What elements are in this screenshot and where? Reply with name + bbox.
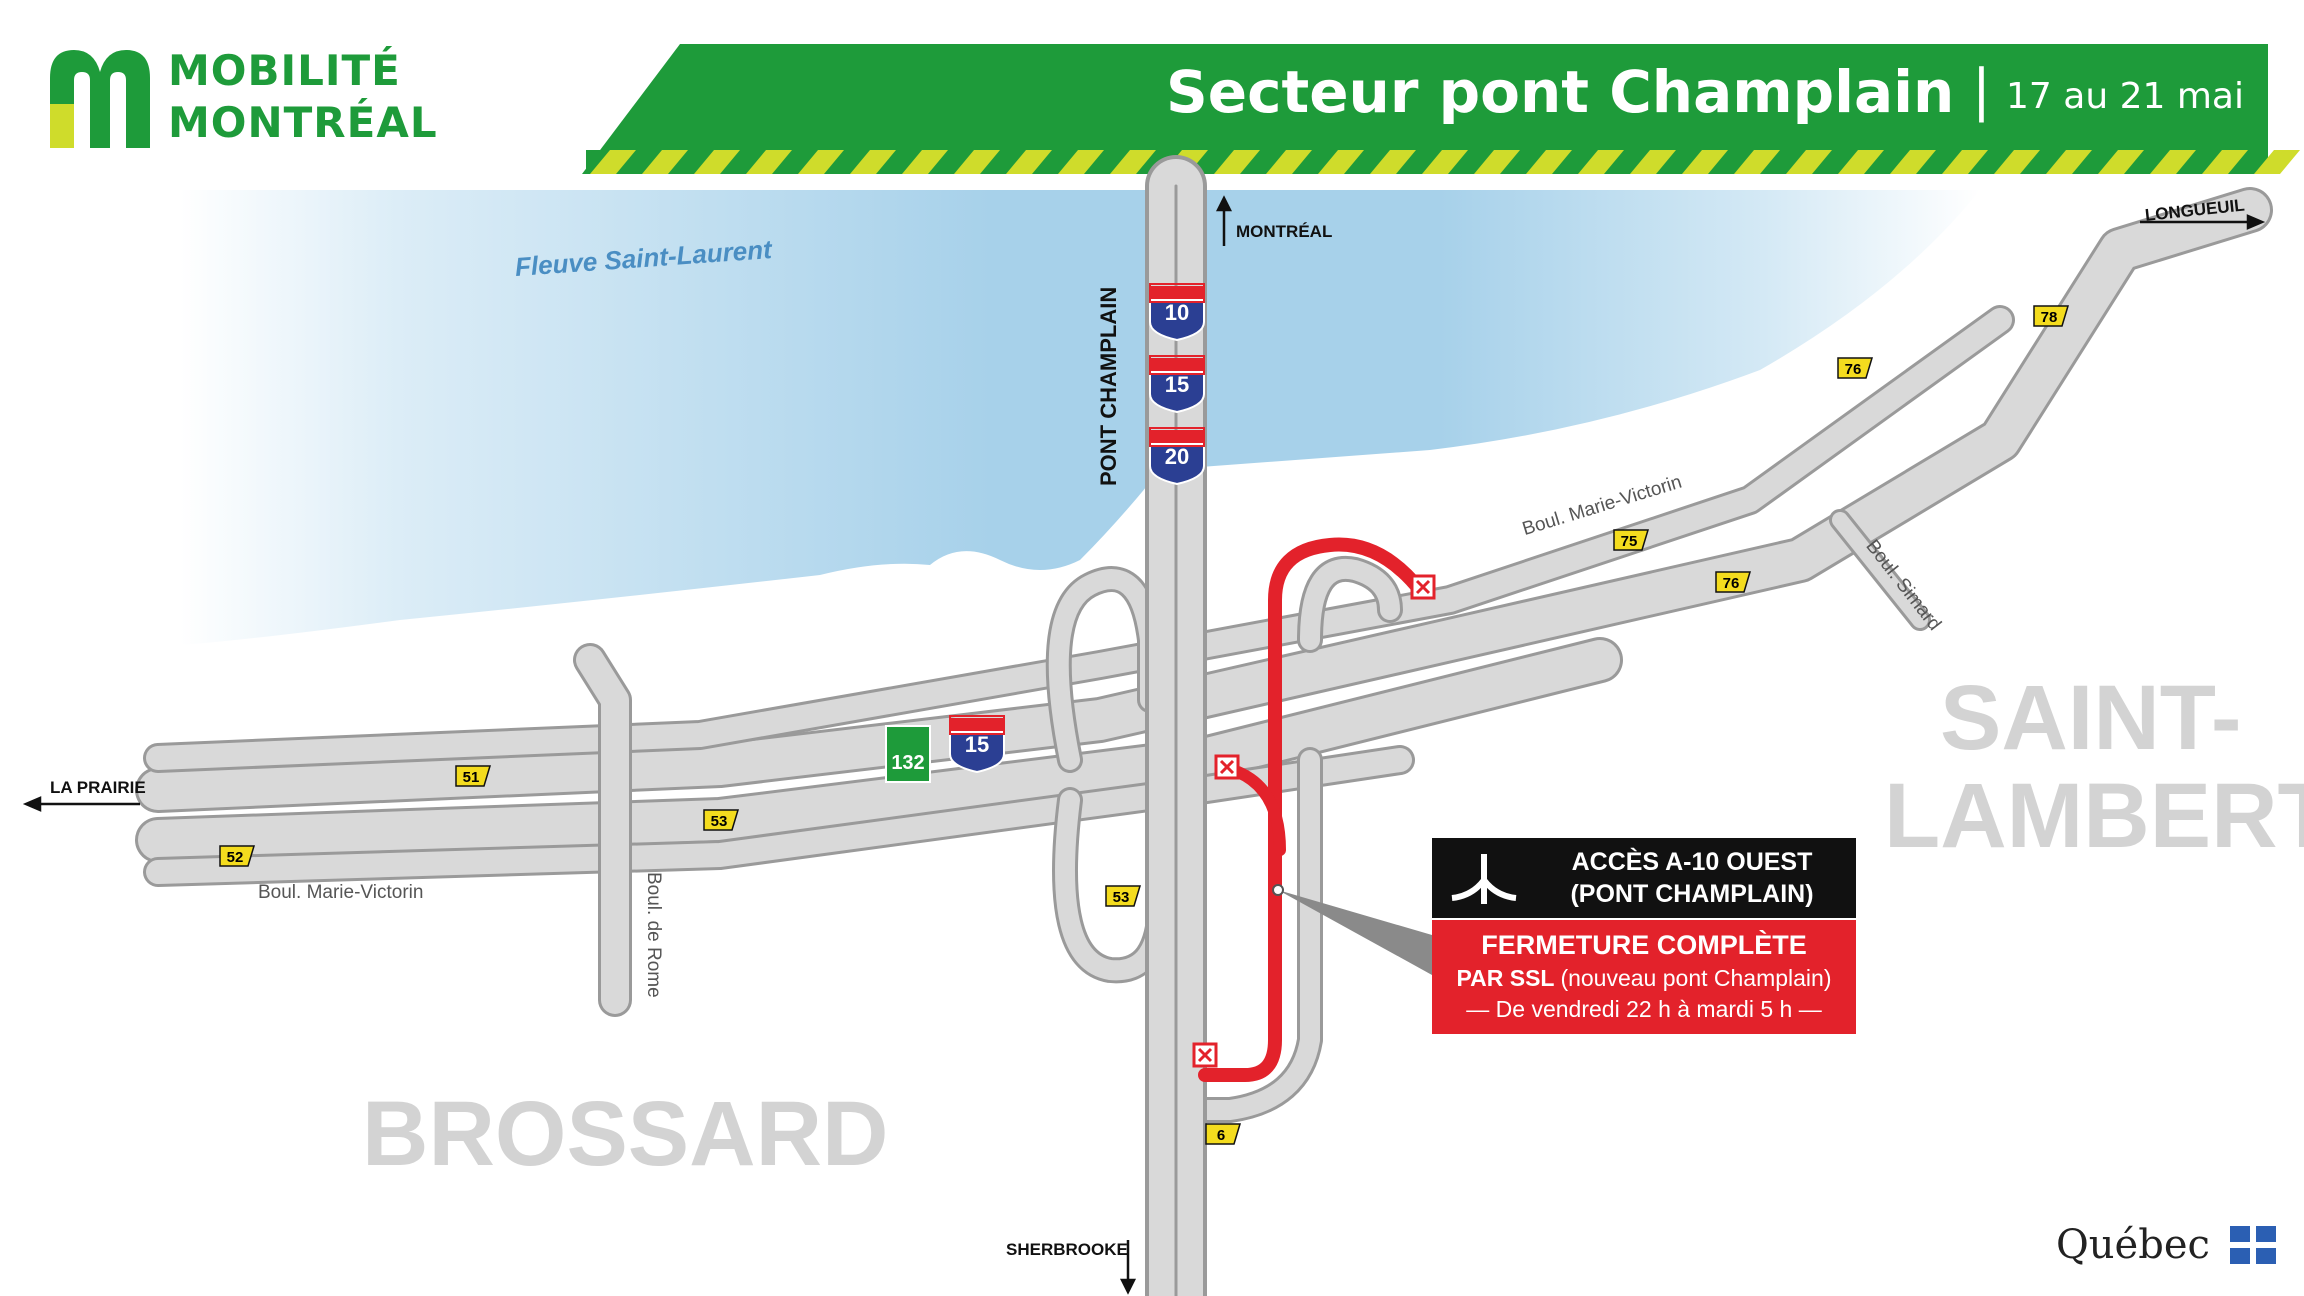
direction-sherbrooke: SHERBROOKE [1006,1240,1128,1259]
page-title: Secteur pont Champlain [1166,58,1955,126]
exit-tags: 78 76 75 76 51 53 52 53 6 [219,305,2070,1145]
closure-details-box: FERMETURE COMPLÈTE PAR SSL (nouveau pont… [1432,920,1856,1034]
closure-via-bold: PAR SSL [1456,965,1555,991]
closure-via-rest: (nouveau pont Champlain) [1560,965,1832,991]
city-brossard: BROSSARD [362,1083,889,1185]
bridge-label: PONT CHAMPLAIN [1096,286,1121,486]
route-132-shield [885,725,931,783]
exit-number: 78 [2041,309,2058,326]
header-stripe [2202,150,2248,174]
street-de-rome: Boul. de Rome [643,872,664,998]
header-date: 17 au 21 mai [2006,76,2244,117]
closure-access-line2: (PONT CHAMPLAIN) [1570,880,1814,908]
header-stripes [586,150,2300,174]
direction-arrows [22,195,2266,1295]
header-stripe [1630,150,1676,174]
header-stripe [1734,150,1780,174]
closure-period: — De vendredi 22 h à mardi 5 h — [1466,996,1822,1022]
city-saint-lambert-line1: SAINT- [1940,667,2242,769]
direction-montreal: MONTRÉAL [1236,222,1333,241]
exit-tag: 6 [1205,1123,1242,1145]
exit-number: 53 [1113,889,1130,906]
callout-pointer [1278,890,1432,975]
closure-status: FERMETURE COMPLÈTE [1481,930,1807,960]
header-stripe [1006,150,1052,174]
route-a15-number: 15 [964,732,990,757]
header-stripe [746,150,792,174]
city-saint-lambert-line2: LAMBERT [1884,765,2304,867]
route-132-number: 132 [891,752,925,774]
exit-number: 75 [1621,533,1638,550]
header-stripe [1214,150,1260,174]
header-stripe [590,150,636,174]
quebec-flag-icon [2230,1226,2276,1264]
header-stripe [1942,150,1988,174]
exit-number: 53 [711,813,728,830]
header-stripe [1422,150,1468,174]
exit-tag: 78 [2033,305,2070,327]
header-stripe [694,150,740,174]
header-stripe [1578,150,1624,174]
exit-number: 76 [1723,575,1740,592]
header-banner [582,44,2268,174]
header-stripe [798,150,844,174]
closure-via: PAR SSL (nouveau pont Champlain) [1432,965,1856,992]
closure-markers [1192,574,1436,1068]
exit-tag: 75 [1613,529,1650,551]
header-stripe [2150,150,2196,174]
header-stripe [954,150,1000,174]
shield-10-number: 10 [1164,300,1190,325]
header-stripe [1682,150,1728,174]
header-stripe [2098,150,2144,174]
header-stripe [850,150,896,174]
header-stripe [1266,150,1312,174]
header-stripe [1838,150,1884,174]
header-separator: | [1972,58,1991,123]
shield-15-number: 15 [1164,372,1190,397]
street-marie-victorin-west: Boul. Marie-Victorin [258,882,424,903]
header-stripe [1110,150,1156,174]
exit-number: 76 [1845,361,1862,378]
header-stripe [2254,150,2300,174]
header-stripe [1786,150,1832,174]
header-stripe [902,150,948,174]
header-stripe [1994,150,2040,174]
fleuve-saint-laurent [180,190,1980,645]
exit-number: 6 [1217,1127,1225,1144]
logo-line1: MOBILITÉ [168,46,401,95]
exit-tag: 52 [219,845,256,867]
exit-tag: 76 [1715,571,1752,593]
quebec-wordmark: Québec [2056,1222,2210,1268]
exit-tag: 76 [1837,357,1874,379]
exit-number: 51 [463,769,480,786]
exit-tag: 53 [703,809,740,831]
header-stripe [642,150,688,174]
direction-la-prairie: LA PRAIRIE [50,778,146,797]
exit-number: 52 [227,849,244,866]
header-stripe [1318,150,1364,174]
exit-tag: 53 [1105,885,1142,907]
closure-access-line1: ACCÈS A-10 OUEST [1571,848,1813,876]
header-stripe [1890,150,1936,174]
header-stripe [1058,150,1104,174]
shield-20-number: 20 [1164,444,1190,469]
mobilite-logo-icon [50,50,150,148]
logo-line2: MONTRÉAL [168,98,438,147]
header-stripe [1474,150,1520,174]
header-stripe [1370,150,1416,174]
interchange-icon [1451,854,1517,904]
header-stripe [2046,150,2092,174]
closure-access-box: ACCÈS A-10 OUEST (PONT CHAMPLAIN) [1432,838,1856,918]
exit-tag: 51 [455,765,492,787]
header-stripe [1526,150,1572,174]
